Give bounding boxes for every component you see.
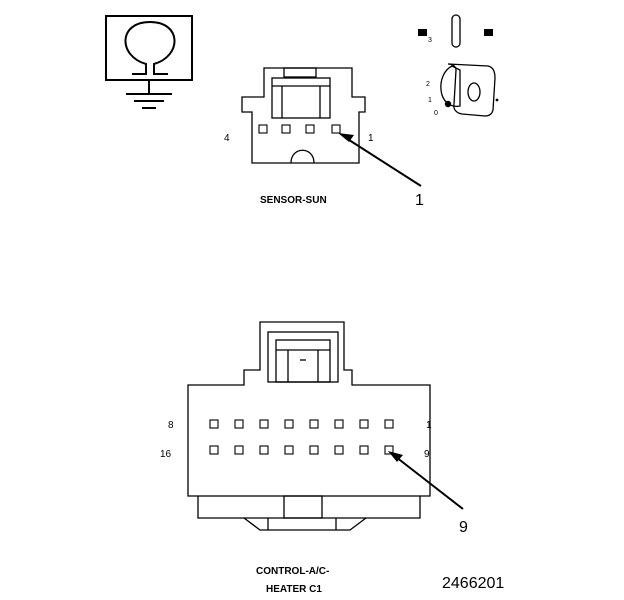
control-pin-15 xyxy=(234,445,244,455)
ohmmeter-icon xyxy=(105,15,193,81)
control-pin-16 xyxy=(209,445,219,455)
control-pin-6 xyxy=(259,419,269,429)
key-position-3: 3 xyxy=(428,37,432,44)
control-pin-12 xyxy=(309,445,319,455)
control-module-connector xyxy=(187,321,431,531)
control-pin-10 xyxy=(359,445,369,455)
control-module-name-line-2: HEATER C1 xyxy=(266,584,322,595)
callout-arrow-9 xyxy=(388,451,464,510)
sensor-sun-name: SENSOR-SUN xyxy=(260,195,327,206)
control-module-name-line-1: CONTROL-A/C- xyxy=(256,566,329,577)
control-pin-13 xyxy=(284,445,294,455)
control-pin-row-2 xyxy=(209,445,394,455)
sensor-pin-1 xyxy=(331,124,341,134)
sensor-sun-connector xyxy=(241,67,366,164)
control-pin-3 xyxy=(334,419,344,429)
control-pin-2 xyxy=(359,419,369,429)
control-row1-right-label: 1 xyxy=(426,420,432,431)
control-pin-4 xyxy=(309,419,319,429)
callout-arrow-1 xyxy=(338,133,422,187)
key-position-2: 2 xyxy=(426,81,430,88)
control-pin-8 xyxy=(209,419,219,429)
key-position-1: 1 xyxy=(428,97,432,104)
control-pin-9 xyxy=(384,445,394,455)
control-pin-1 xyxy=(384,419,394,429)
control-row2-right-label: 9 xyxy=(424,449,430,460)
callout-number-1: 1 xyxy=(415,192,424,209)
control-row2-left-label: 16 xyxy=(160,449,172,460)
ground-symbol-icon xyxy=(126,80,172,109)
sensor-pin-4-label: 4 xyxy=(224,133,230,144)
ignition-key-off-icon: 3 2 1 0 xyxy=(418,14,499,117)
control-pin-11 xyxy=(334,445,344,455)
sensor-pin-4 xyxy=(258,124,268,134)
key-position-0: 0 xyxy=(434,110,438,117)
sensor-pin-1-label: 1 xyxy=(368,133,374,144)
callout-number-9: 9 xyxy=(459,519,468,536)
control-pin-7 xyxy=(234,419,244,429)
control-pin-14 xyxy=(259,445,269,455)
sensor-pin-2 xyxy=(305,124,315,134)
sensor-pin-3 xyxy=(281,124,291,134)
control-pin-row-1 xyxy=(209,419,394,429)
figure-reference-number: 2466201 xyxy=(442,575,504,592)
control-row1-left-label: 8 xyxy=(168,420,174,431)
control-pin-5 xyxy=(284,419,294,429)
